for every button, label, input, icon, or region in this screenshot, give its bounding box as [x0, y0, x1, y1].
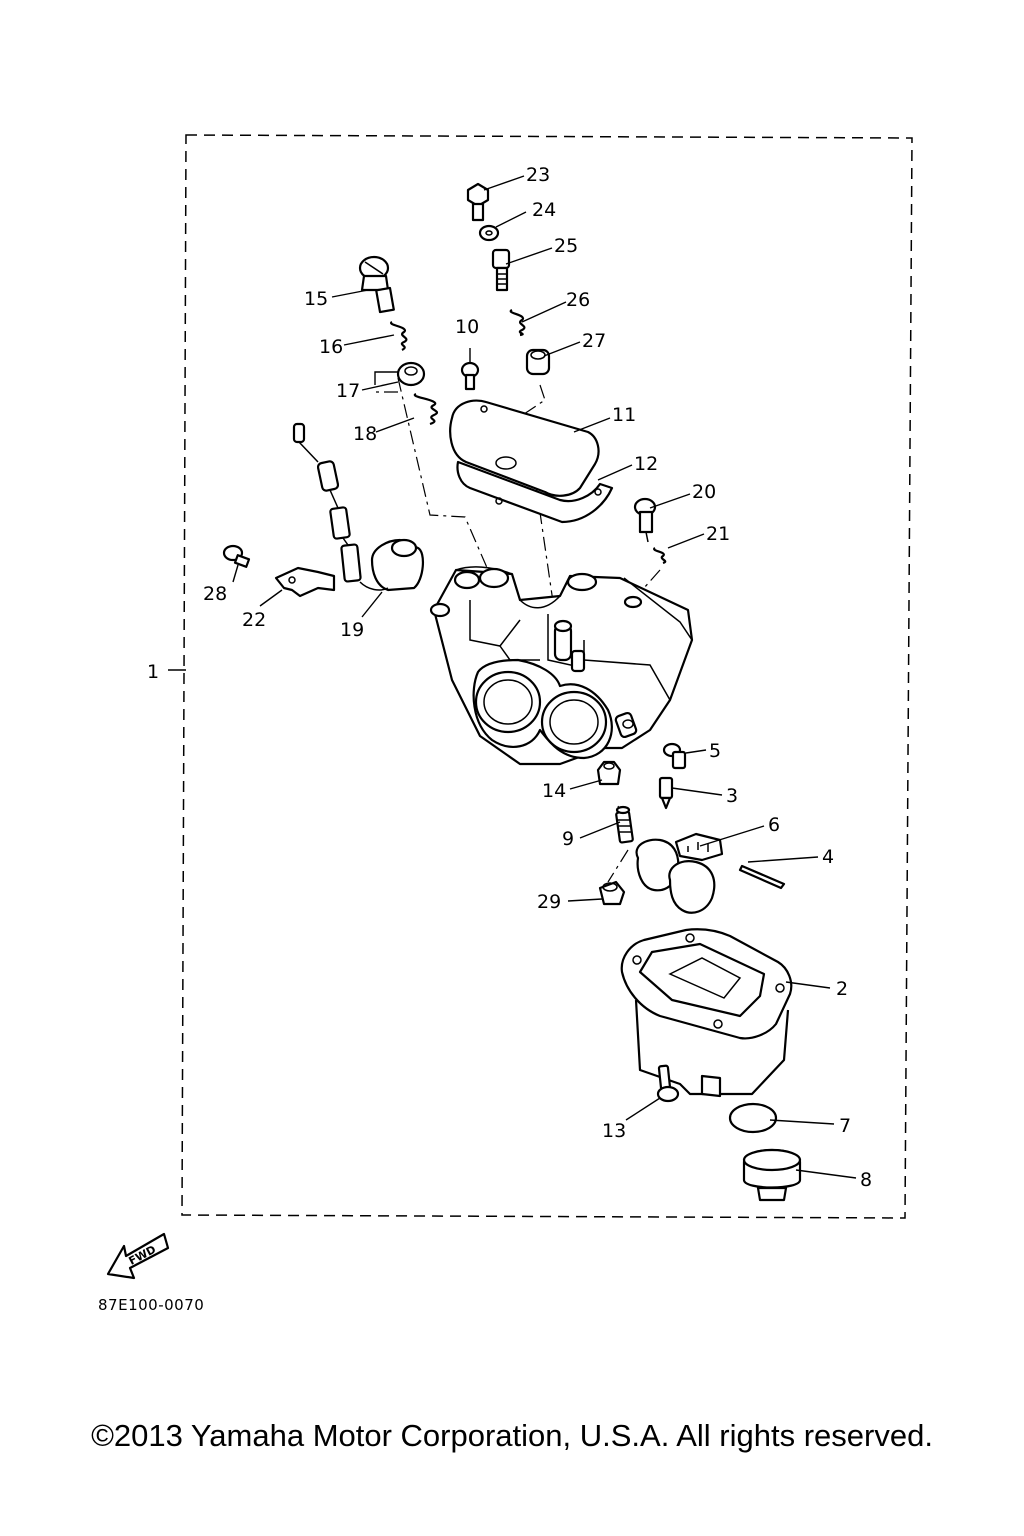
carburetor-body — [429, 566, 694, 766]
part-9-nozzle — [615, 805, 634, 844]
part-10-screw — [460, 361, 480, 391]
label-part-13: 13 — [602, 1120, 626, 1142]
label-part-26: 26 — [566, 289, 590, 311]
label-part-9: 9 — [562, 828, 574, 850]
part-8-drain-plug — [742, 1148, 802, 1202]
part-23-screw — [466, 182, 490, 222]
part-7-o-ring — [728, 1102, 778, 1134]
label-part-17: 17 — [336, 380, 360, 402]
label-part-28: 28 — [203, 583, 227, 605]
label-part-1: 1 — [147, 661, 159, 683]
part-labels: 1 2 3 4 5 6 7 8 9 10 11 12 13 14 15 16 1… — [147, 164, 872, 1191]
assembly-boundary — [181, 134, 913, 1219]
part-25-adjust-screw — [491, 248, 511, 292]
label-part-21: 21 — [706, 523, 730, 545]
fwd-arrow-icon: FWD — [106, 1232, 170, 1280]
label-part-29: 29 — [537, 891, 561, 913]
part-4-pin — [738, 864, 786, 890]
label-part-8: 8 — [860, 1169, 872, 1191]
part-14-jet — [596, 760, 622, 786]
label-part-27: 27 — [582, 330, 606, 352]
label-part-19: 19 — [340, 619, 364, 641]
part-27-cap — [525, 348, 551, 376]
label-part-6: 6 — [768, 814, 780, 836]
label-part-25: 25 — [554, 235, 578, 257]
part-19-sensor — [292, 422, 424, 592]
label-part-18: 18 — [353, 423, 377, 445]
label-part-12: 12 — [634, 453, 658, 475]
part-2-float-bowl — [620, 928, 793, 1098]
label-part-11: 11 — [612, 404, 636, 426]
label-part-22: 22 — [242, 609, 266, 631]
part-11-cover — [449, 399, 600, 497]
label-part-24: 24 — [532, 199, 556, 221]
leader-lines — [168, 175, 857, 1179]
label-part-20: 20 — [692, 481, 716, 503]
label-part-2: 2 — [836, 978, 848, 1000]
label-part-16: 16 — [319, 336, 343, 358]
part-17-ring — [396, 361, 426, 387]
part-28-screw — [222, 544, 251, 568]
diagram-code: 87E100-0070 — [98, 1296, 205, 1314]
part-6-float — [635, 832, 724, 914]
label-part-15: 15 — [304, 288, 328, 310]
part-3-needle-valve — [658, 776, 674, 810]
label-part-23: 23 — [526, 164, 550, 186]
label-part-5: 5 — [709, 740, 721, 762]
label-part-14: 14 — [542, 780, 566, 802]
part-12-gasket — [456, 460, 614, 524]
label-part-3: 3 — [726, 785, 738, 807]
part-13-screw — [656, 1064, 680, 1103]
part-20-screw — [633, 497, 657, 543]
part-16-spring — [389, 321, 408, 351]
part-18-spring — [413, 392, 439, 426]
label-part-10: 10 — [455, 316, 479, 338]
copyright-notice: ©2013 Yamaha Motor Corporation, U.S.A. A… — [91, 1418, 933, 1453]
part-21-spring — [653, 547, 667, 565]
part-15-screw — [358, 255, 395, 314]
part-5-screw — [662, 742, 687, 770]
part-24-nut — [478, 224, 500, 242]
label-part-4: 4 — [822, 846, 834, 868]
part-29-plug — [598, 880, 626, 906]
part-26-spring — [509, 308, 526, 337]
part-22-bracket — [274, 566, 336, 598]
label-part-7: 7 — [839, 1115, 851, 1137]
